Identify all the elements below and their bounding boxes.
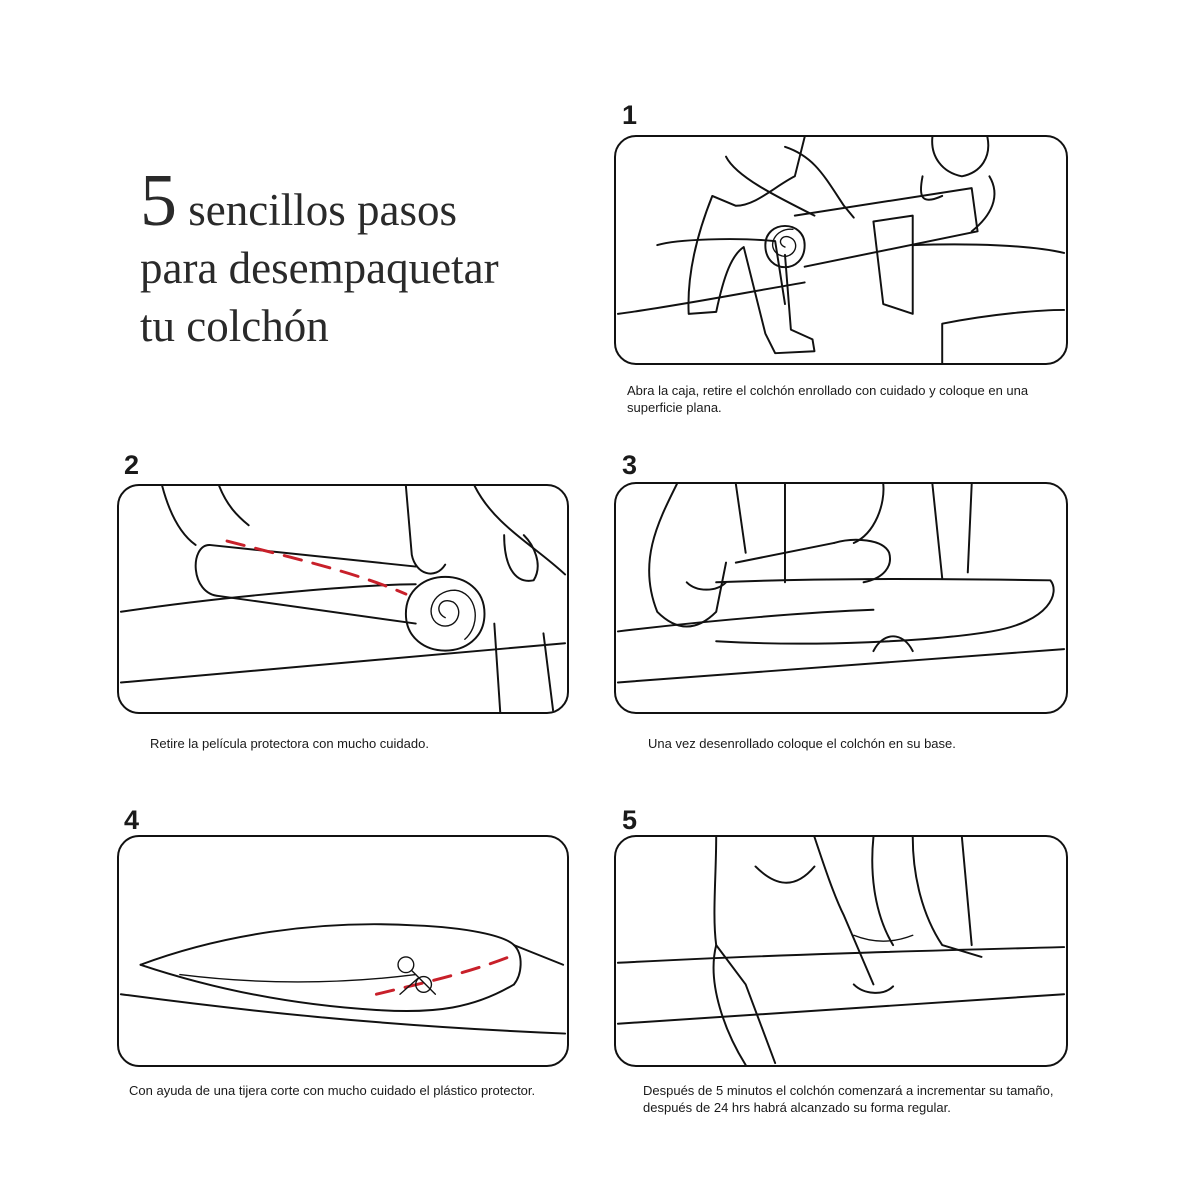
step-5-number: 5	[622, 805, 638, 835]
title-line3: tu colchón	[140, 301, 329, 351]
step-4-caption: Con ayuda de una tijera corte con mucho …	[129, 1083, 536, 1098]
step-3-number: 3	[622, 450, 638, 480]
step-5-caption: Después de 5 minutos el colchón comenzar…	[643, 1083, 1054, 1115]
step-1-drawing	[616, 137, 1066, 363]
step-1-caption: Abra la caja, retire el colchón enrollad…	[627, 383, 1029, 415]
step-4-number: 4	[124, 805, 140, 835]
step-2-drawing	[119, 486, 567, 712]
step-2-number: 2	[124, 450, 140, 480]
step-2-illustration	[117, 484, 569, 714]
step-5-drawing	[616, 837, 1066, 1065]
step-4-drawing	[119, 923, 567, 1035]
step-3-illustration	[614, 482, 1068, 714]
step-3-caption: Una vez desenrollado coloque el colchón …	[648, 736, 956, 751]
step-3-drawing	[616, 484, 1066, 684]
step-2-caption: Retire la película protectora con mucho …	[150, 736, 429, 751]
title-number: 5	[140, 160, 177, 242]
step-1-illustration	[614, 135, 1068, 365]
scissors-icon	[397, 956, 437, 995]
step-1-number: 1	[622, 100, 638, 130]
step-4-illustration	[117, 835, 569, 1067]
title-line2: para desempaquetar	[140, 243, 499, 293]
step-5-illustration	[614, 835, 1068, 1067]
title-line1: sencillos pasos	[177, 185, 457, 235]
